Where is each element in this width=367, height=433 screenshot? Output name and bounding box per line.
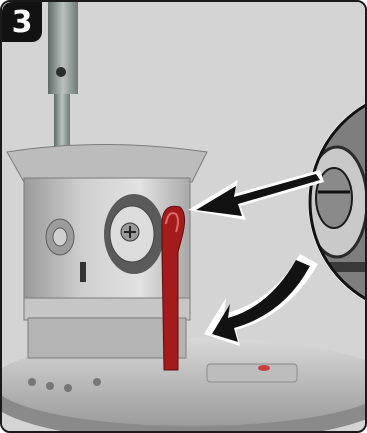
illustration-scene [2, 2, 365, 431]
step-number-badge: 3 [2, 2, 42, 42]
